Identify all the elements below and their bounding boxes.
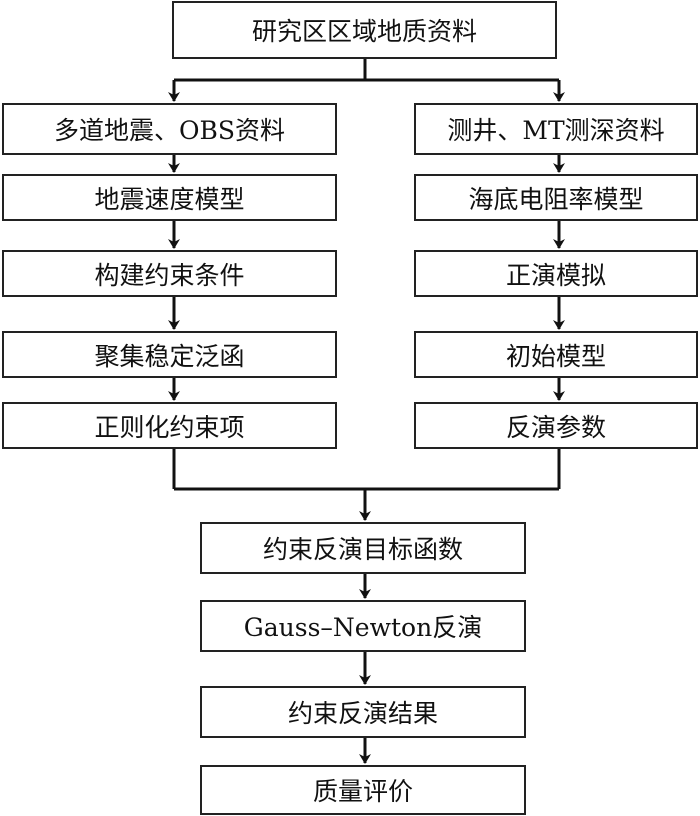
- node-initial-model: 初始模型: [414, 331, 698, 378]
- node-objective-function: 约束反演目标函数: [200, 522, 526, 574]
- node-regional-geology-data: 研究区区域地质资料: [172, 1, 557, 59]
- node-build-constraints: 构建约束条件: [2, 250, 337, 297]
- node-well-mt-data: 测井、MT测深资料: [414, 103, 698, 155]
- node-resistivity-model: 海底电阻率模型: [414, 174, 698, 221]
- node-gauss-newton-inversion: Gauss–Newton反演: [200, 600, 526, 652]
- node-inversion-result: 约束反演结果: [200, 686, 526, 738]
- node-inversion-parameters: 反演参数: [414, 402, 698, 449]
- node-quality-evaluation: 质量评价: [200, 765, 526, 815]
- node-seismic-obs-data: 多道地震、OBS资料: [2, 103, 337, 155]
- node-regularization-term: 正则化约束项: [2, 402, 337, 449]
- node-seismic-velocity-model: 地震速度模型: [2, 174, 337, 221]
- node-focusing-stabilizer: 聚集稳定泛函: [2, 331, 337, 378]
- node-forward-modeling: 正演模拟: [414, 250, 698, 297]
